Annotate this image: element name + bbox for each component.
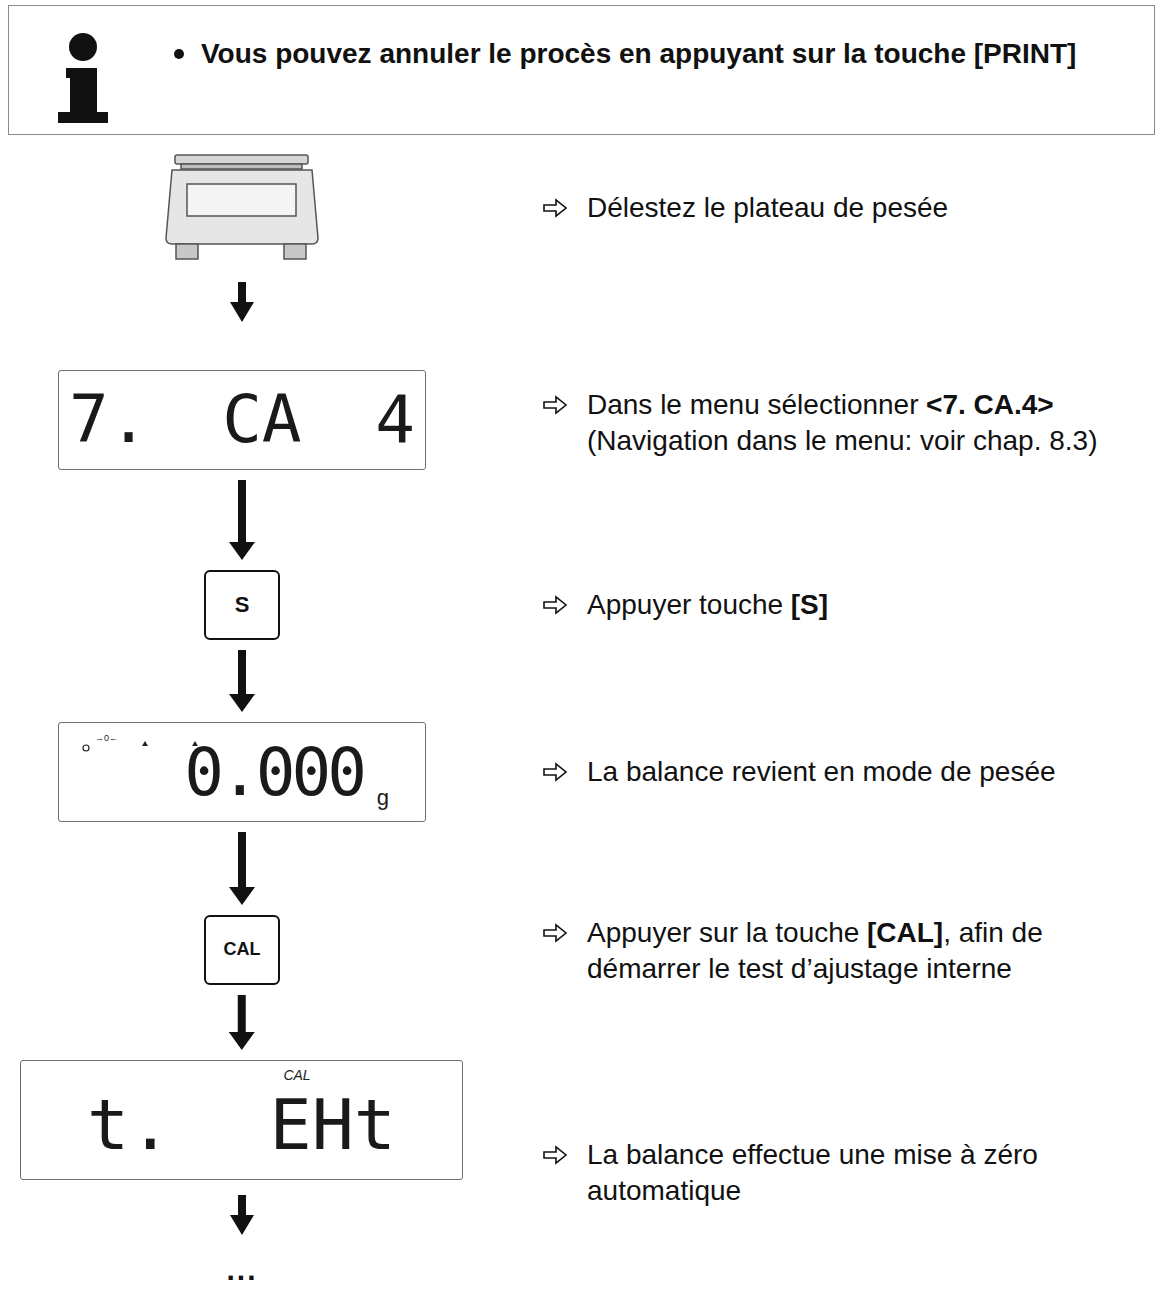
step-note: (Navigation dans le menu: voir chap. 8.3…: [587, 423, 1155, 459]
step-description: Appuyer sur la touche[CAL], afin de déma…: [587, 915, 1107, 987]
menu-code: <7. CA.4>: [926, 389, 1054, 420]
step-text: Appuyer sur la touche: [587, 917, 859, 948]
key-button: CAL: [204, 915, 280, 985]
cal-indicator: CAL: [267, 1067, 327, 1083]
step-text: Appuyer touche: [587, 589, 783, 620]
step-text: Délestez le plateau de pesée: [587, 192, 948, 223]
flow-arrow: [238, 832, 246, 887]
continuation-mark: ...: [202, 1252, 282, 1288]
step-arrow: [544, 397, 566, 413]
info-icon: [58, 33, 108, 123]
step-text: Dans le menu sélectionner: [587, 389, 919, 420]
bullet-dot: [174, 49, 184, 59]
step-arrow: [544, 764, 566, 780]
step-text: La balance effectue une mise à zéro auto…: [587, 1139, 1038, 1206]
step-arrow: [544, 1147, 566, 1163]
balance-illustration: [166, 155, 318, 259]
note-text: Vous pouvez annuler le procès en appuyan…: [223, 36, 1136, 72]
step-description: La balance effectue une mise à zéro auto…: [587, 1137, 1107, 1209]
step-arrow: [544, 200, 566, 216]
step-arrows: [544, 200, 566, 1163]
step-text: La balance revient en mode de pesée: [587, 756, 1056, 787]
display-reading: 0.000: [184, 731, 363, 815]
key-reference: [CAL]: [867, 917, 943, 948]
step-description: Appuyer touche [S]: [587, 587, 1155, 623]
key-label: CAL: [206, 917, 278, 983]
step-description: Délestez le plateau de pesée: [587, 190, 1155, 226]
unit-label: g: [377, 785, 389, 811]
step-description: La balance revient en mode de pesée: [587, 754, 1155, 790]
info-box: Vous pouvez annuler le procès en appuyan…: [8, 5, 1155, 135]
display-reading: 7. CA 4: [59, 371, 425, 469]
step-arrow: [544, 925, 566, 941]
lcd-display: →0← 0.000 g: [58, 722, 426, 822]
step-arrow: [544, 597, 566, 613]
zero-indicator: →0←: [95, 733, 118, 743]
flow-arrow: [238, 480, 246, 542]
display-reading: t. EHt: [21, 1075, 462, 1175]
key-label: S: [206, 572, 278, 638]
step-description: Dans le menu sélectionner<7. CA.4>(Navig…: [587, 387, 1155, 459]
key-reference: [S]: [791, 589, 828, 620]
flow-arrow: [238, 995, 246, 1032]
lcd-display: 7. CA 4: [58, 370, 426, 470]
flow-arrow: [238, 650, 246, 694]
key-button: S: [204, 570, 280, 640]
lcd-display: CALt. EHt: [20, 1060, 463, 1180]
